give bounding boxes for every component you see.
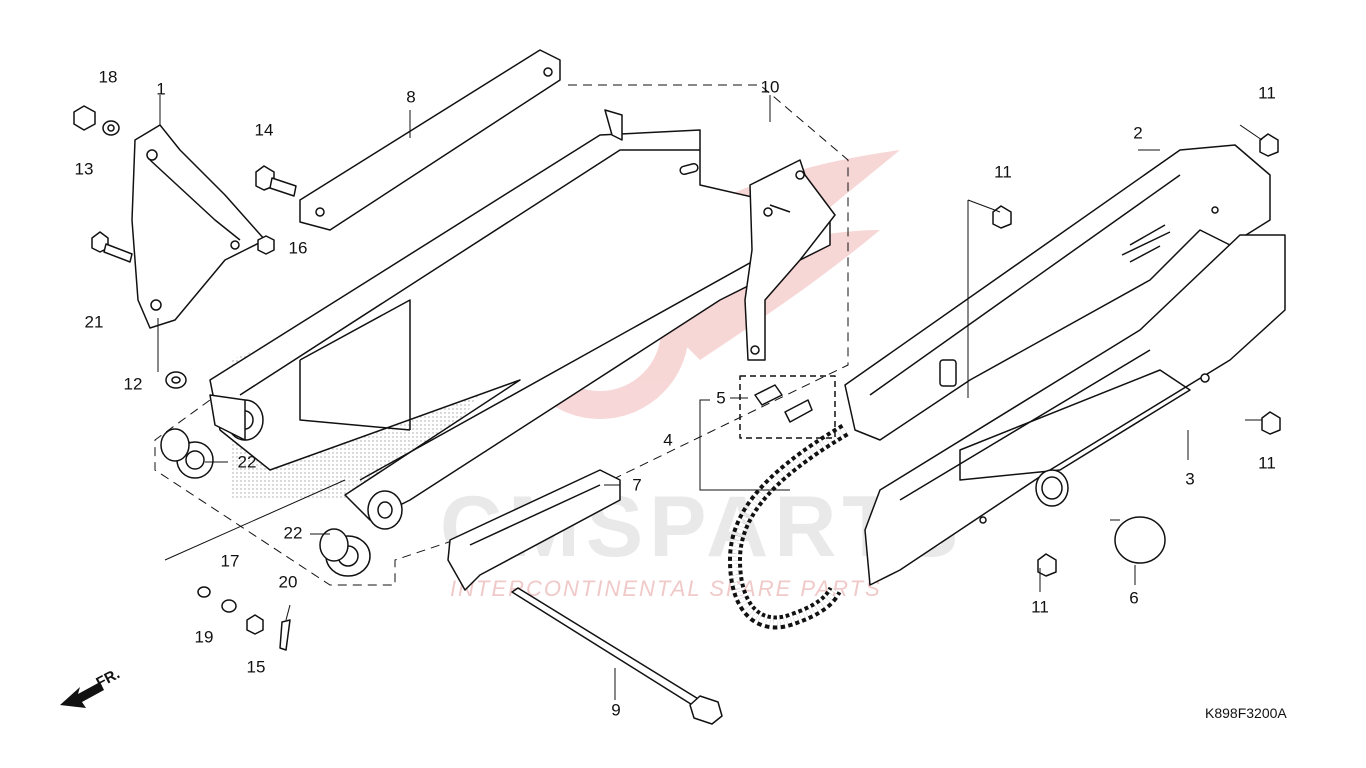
callout-2: 2 (1133, 123, 1143, 143)
callout-3: 3 (1185, 469, 1195, 489)
callout-13: 13 (74, 159, 94, 179)
callout-8: 8 (406, 87, 416, 107)
callout-14: 14 (254, 120, 274, 140)
callout-22-b: 22 (283, 523, 303, 543)
callout-7: 7 (632, 475, 642, 495)
callout-15: 15 (246, 657, 266, 677)
callout-22-a: 22 (237, 452, 257, 472)
callout-6: 6 (1129, 588, 1139, 608)
callout-1: 1 (156, 79, 166, 99)
nut-13 (73, 105, 96, 131)
callout-9: 9 (611, 700, 621, 720)
callout-11-c: 11 (1258, 453, 1276, 473)
drive-chain-4 (728, 423, 849, 630)
cap-6 (1114, 516, 1166, 564)
callout-10: 10 (760, 77, 780, 97)
drawing-code: K898F3200A (1205, 705, 1287, 721)
bracket-8 (299, 49, 561, 231)
swingarm (209, 129, 831, 521)
callout-21: 21 (84, 312, 104, 332)
callout-12: 12 (123, 374, 143, 394)
pivot-axle-9 (511, 587, 701, 707)
callout-19: 19 (194, 627, 214, 647)
front-direction-arrow (60, 682, 104, 708)
callout-4: 4 (663, 430, 673, 450)
callout-11-b: 11 (994, 162, 1012, 182)
callout-18: 18 (98, 67, 118, 87)
callout-11-a: 11 (1258, 83, 1276, 103)
callout-20: 20 (278, 572, 298, 592)
chain-case-lower-3 (864, 234, 1286, 586)
chain-slider-7 (447, 469, 621, 591)
callout-11-d: 11 (1031, 597, 1049, 617)
chain-guide-plate (131, 124, 266, 329)
callout-17: 17 (220, 551, 240, 571)
callout-5: 5 (716, 388, 726, 408)
callout-16: 16 (288, 238, 308, 258)
